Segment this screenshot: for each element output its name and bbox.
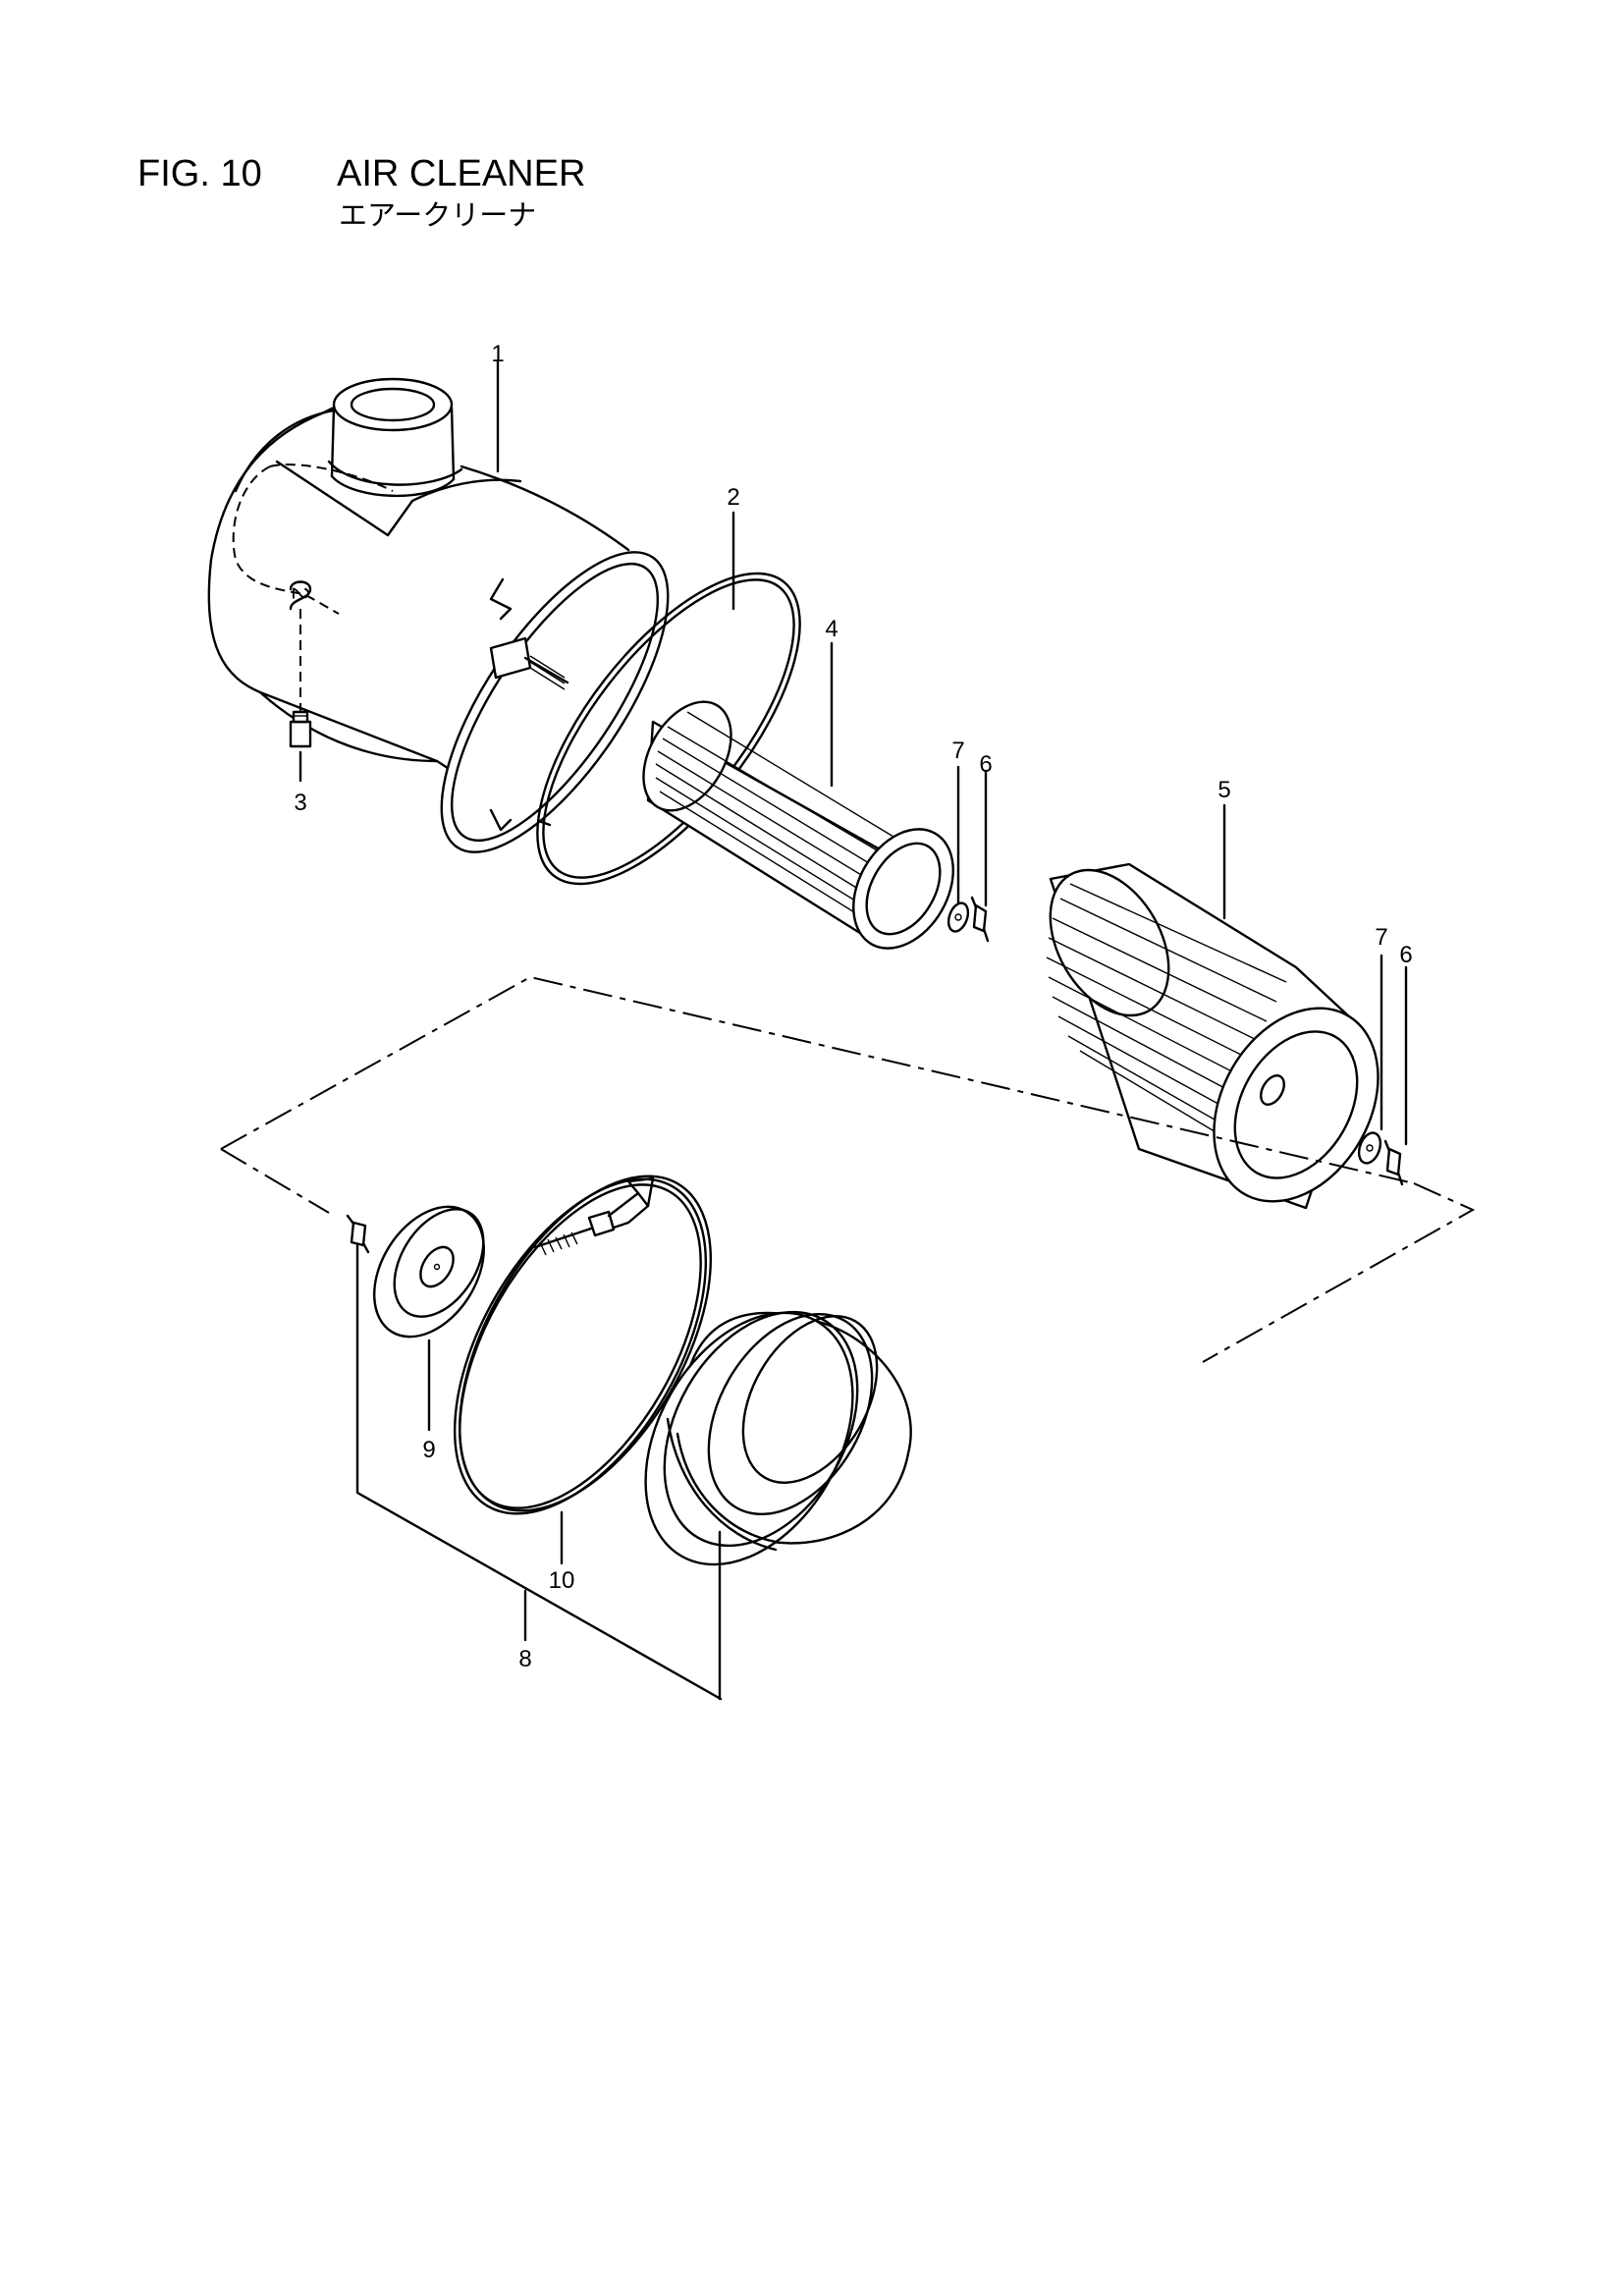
outer-filter-element <box>1046 862 1380 1210</box>
callout-9: 9 <box>422 1437 435 1463</box>
figure-number: FIG. 10 <box>137 153 262 194</box>
callout-7a: 7 <box>951 738 964 764</box>
fitting <box>289 580 312 748</box>
callout-labels: 1 2 2 3 4 5 6 7 6 7 8 9 10 <box>287 341 1413 1672</box>
callout-1: 1 <box>491 341 504 367</box>
figure-title: AIR CLEANER <box>337 153 586 194</box>
callout-7b: 7 <box>1375 924 1387 951</box>
callout-2: 2 <box>727 484 739 511</box>
callout-5: 5 <box>1217 777 1230 803</box>
callout-4: 4 <box>825 616 838 642</box>
inner-safety-element <box>642 700 954 950</box>
callout-8: 8 <box>518 1646 531 1672</box>
wing-nut-cover <box>346 1214 370 1254</box>
assembly-outline <box>220 975 1476 1363</box>
callout-2b: 2 <box>287 586 313 599</box>
callout-3: 3 <box>294 790 306 816</box>
clamp-band <box>453 1175 713 1515</box>
callout-10: 10 <box>549 1567 575 1594</box>
leader-lines <box>298 359 1408 1701</box>
washer-7b <box>1357 1131 1382 1165</box>
callout-6a: 6 <box>979 751 992 778</box>
wing-nut-6b <box>1383 1139 1404 1186</box>
callout-6b: 6 <box>1399 942 1412 968</box>
washer-7a <box>947 902 970 933</box>
cover-housing <box>644 1310 912 1566</box>
figure-subtitle: エアークリーナ <box>339 198 537 232</box>
air-cleaner-body <box>207 377 670 853</box>
wing-nut-6a <box>970 896 990 943</box>
cap <box>373 1205 485 1339</box>
